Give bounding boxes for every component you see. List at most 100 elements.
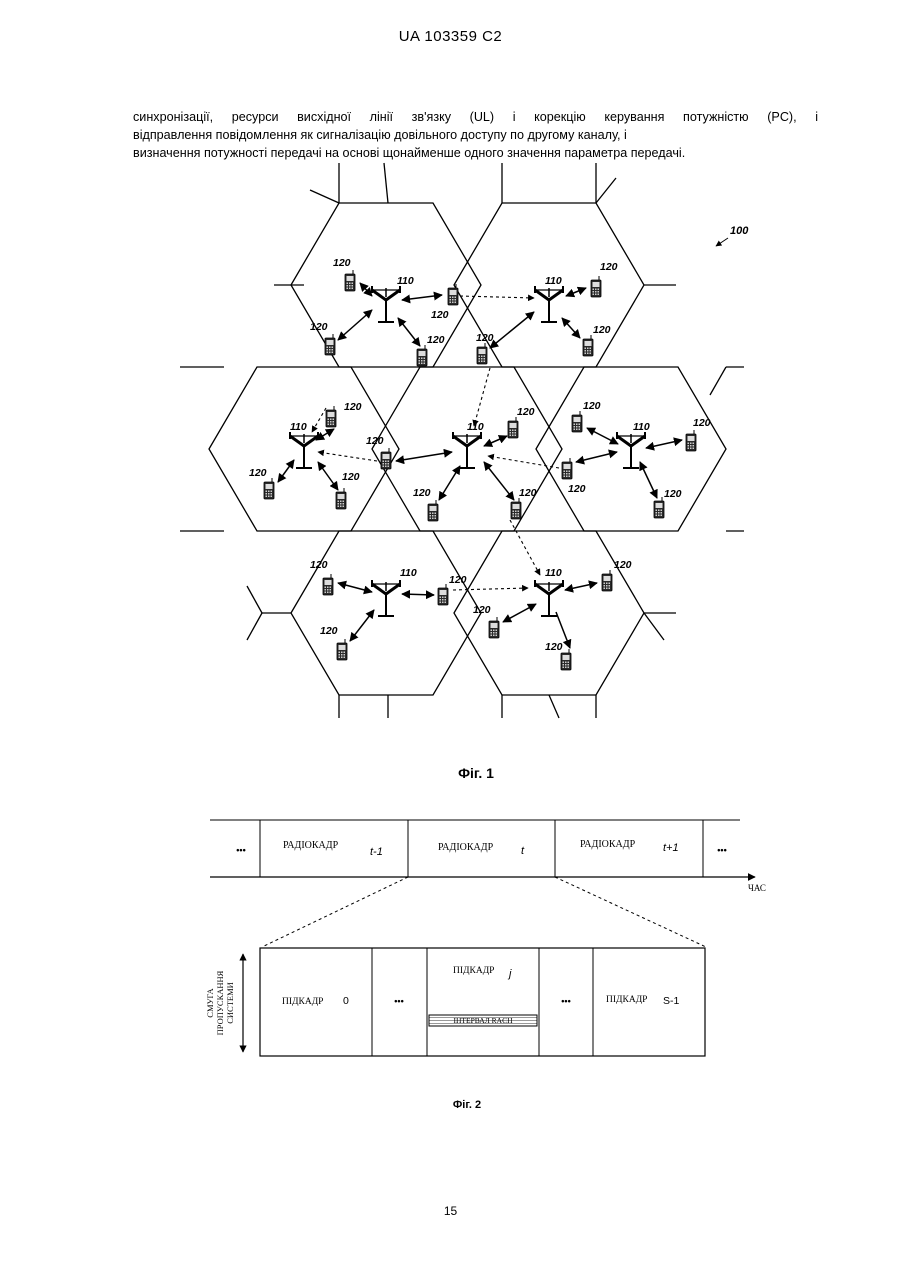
hex-boundary-stub [247, 586, 262, 613]
zoom-line-left [262, 877, 408, 947]
terminal-icon [337, 639, 347, 660]
bandwidth-label-line: СИСТЕМИ [225, 982, 235, 1024]
base-station-icon [535, 286, 563, 322]
link-arrow [360, 283, 372, 296]
terminal-icon [583, 335, 593, 356]
terminal-ref: 120 [568, 483, 586, 495]
terminal-icon [562, 458, 572, 479]
terminal-ref: 120 [431, 309, 449, 321]
subframe-label: ПІДКАДР [453, 966, 494, 976]
figure-2-caption: Фіг. 2 [453, 1099, 481, 1111]
bandwidth-label-line: СМУГА [205, 987, 215, 1017]
terminal-icon [448, 284, 458, 305]
link-arrow [318, 462, 338, 490]
zoom-line-right [555, 877, 706, 947]
hex-boundary-stub [596, 178, 616, 203]
frame-label: РАДІОКАДР [438, 842, 494, 853]
hex-boundary-stub [644, 613, 664, 640]
link-arrow [484, 462, 514, 500]
subframe-label: ПІДКАДР [282, 997, 323, 1007]
terminal-ref: 120 [320, 625, 338, 637]
frame-index: t [521, 845, 525, 857]
terminal-ref: 120 [664, 488, 682, 500]
terminal-ref: 120 [693, 417, 711, 429]
terminal-ref: 120 [449, 574, 467, 586]
frame-index: t+1 [663, 842, 679, 854]
terminal-ref: 120 [333, 257, 351, 269]
base-station-icon [535, 580, 563, 616]
bandwidth-label: СМУГА ПРОПУСКАННЯ СИСТЕМИ [205, 970, 235, 1035]
terminal-ref: 120 [249, 467, 267, 479]
frame-label: РАДІОКАДР [283, 840, 339, 851]
frame-structure-diagram: ••• ••• РАДІОКАДР t-1 РАДІОКАДР t РАДІОК… [205, 820, 766, 1111]
terminal-icon [345, 270, 355, 291]
base-station-ref: 110 [545, 567, 562, 579]
reference-numerals: 1101101101101101101101201201201201201201… [249, 257, 711, 653]
dashed-link-arrow [318, 452, 377, 461]
terminal-ref: 120 [614, 559, 632, 571]
terminal-ref: 120 [310, 321, 328, 333]
terminal-ref: 120 [344, 401, 362, 413]
terminal-icon [602, 570, 612, 591]
system-reference: 100 [716, 225, 749, 246]
frame-label: РАДІОКАДР [580, 839, 636, 850]
base-station-ref: 110 [400, 567, 417, 579]
terminal-icon [572, 411, 582, 432]
system-ref-label: 100 [730, 225, 749, 237]
terminal-ref: 120 [517, 406, 535, 418]
terminal-icon [417, 345, 427, 366]
link-arrow [402, 594, 434, 595]
hex-boundary-stub [247, 613, 262, 640]
base-station-ref: 110 [397, 275, 414, 287]
subframe-index: S-1 [663, 995, 680, 1007]
base-station-ref: 110 [290, 421, 307, 433]
ellipsis-subframe-left: ••• [394, 996, 403, 1006]
terminal-ref: 120 [583, 400, 601, 412]
hex-boundary-stub [310, 190, 339, 203]
terminal-ref: 120 [413, 487, 431, 499]
terminal-icon [477, 343, 487, 364]
ellipsis-right: ••• [717, 845, 726, 855]
ellipsis-left: ••• [236, 845, 245, 855]
terminal-ref: 120 [519, 487, 537, 499]
terminal-ref: 120 [366, 435, 384, 447]
link-arrow [402, 295, 442, 300]
terminal-icon [264, 478, 274, 499]
terminal-icon [686, 430, 696, 451]
hex-boundary-stub [710, 367, 726, 395]
base-station-icon [372, 580, 400, 616]
terminal-ref: 120 [310, 559, 328, 571]
link-arrow [439, 466, 460, 500]
link-arrow [587, 428, 618, 444]
system-ref-arrow [716, 238, 728, 246]
link-arrow [490, 312, 534, 348]
link-arrow [396, 452, 452, 461]
dashed-link-arrow [453, 588, 528, 590]
base-station-icon [372, 286, 400, 322]
cellular-network-diagram: 1101101101101101101101201201201201201201… [180, 163, 749, 781]
link-arrow [484, 436, 507, 446]
hex-boundary-stub [384, 163, 388, 203]
base-station-ref: 110 [633, 421, 650, 433]
terminal-icon [325, 334, 335, 355]
frame-index: t-1 [370, 846, 383, 858]
dashed-link-arrow [460, 296, 534, 298]
terminal-icon [326, 406, 336, 427]
link-arrow [576, 452, 617, 462]
page-number: 15 [0, 1204, 901, 1218]
link-arrow [350, 610, 374, 641]
base-station-icon [453, 432, 481, 468]
link-arrow [278, 460, 294, 482]
hex-cell-grid [180, 163, 744, 718]
figure-1-caption: Фіг. 1 [458, 765, 494, 781]
bandwidth-label-line: ПРОПУСКАННЯ [215, 970, 225, 1035]
terminal-ref: 120 [476, 332, 494, 344]
dashed-link-arrow [510, 520, 540, 575]
base-station-icon [290, 432, 318, 468]
terminal-ref: 120 [600, 261, 618, 273]
link-arrow [562, 318, 580, 338]
link-arrow [646, 440, 682, 448]
terminal-ref: 120 [427, 334, 445, 346]
terminal-icon [654, 497, 664, 518]
terminal-ref: 120 [473, 604, 491, 616]
